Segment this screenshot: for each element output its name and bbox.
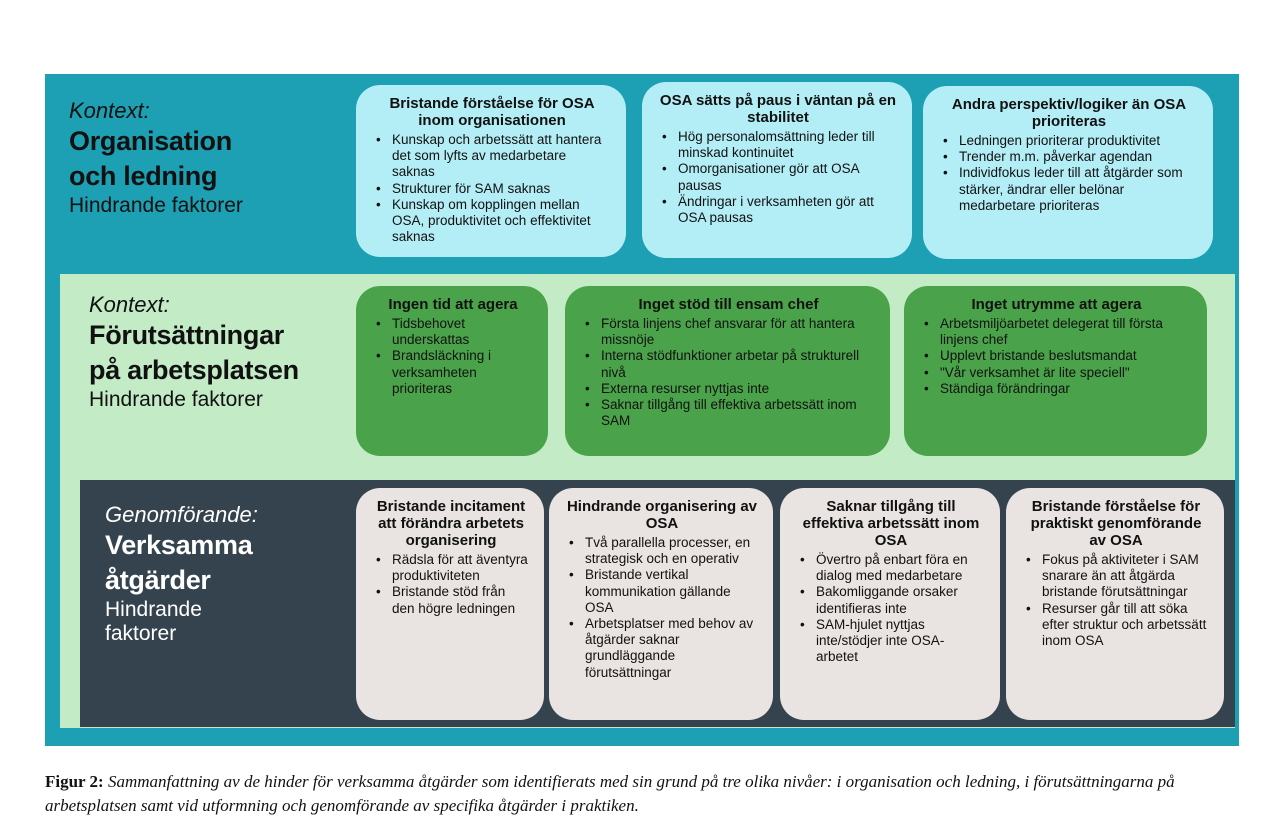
factor-bullet: "Vår verksamhet är lite speciell" <box>924 365 1193 381</box>
factor-bullet: Resurser går till att söka efter struktu… <box>1026 601 1210 650</box>
factor-box: Andra perspektiv/logiker än OSA priorite… <box>923 86 1213 259</box>
factor-bullet: Saknar tillgång till effektiva arbetssät… <box>585 397 876 429</box>
factor-bullet: Upplevt bristande beslutsmandat <box>924 348 1193 364</box>
factor-bullet: SAM-hjulet nyttjas inte/stödjer inte OSA… <box>800 617 986 666</box>
factor-bullet: Externa resurser nyttjas inte <box>585 381 876 397</box>
context-title-line: Förutsättningar <box>89 320 284 350</box>
factor-bullet: Arbetsmiljöarbetet delegerat till första… <box>924 316 1193 348</box>
context-subtitle: Hindrande faktorer <box>89 388 263 411</box>
context-organisation: Kontext: Organisation och ledning Hindra… <box>69 98 243 218</box>
factor-box: OSA sätts på paus i väntan på en stabili… <box>642 82 912 258</box>
factor-bullet: Hög personalomsättning leder till minska… <box>662 129 898 161</box>
factor-bullet: Strukturer för SAM saknas <box>376 181 612 197</box>
factor-box: Inget stöd till ensam chef Första linjen… <box>565 286 890 456</box>
factor-box: Bristande incitament att förändra arbete… <box>356 488 544 720</box>
context-label: Kontext: <box>69 98 150 123</box>
factor-title: Ingen tid att agera <box>388 296 518 313</box>
context-implementation: Genomförande: Verksamma åtgärder Hindran… <box>105 502 258 646</box>
factor-box: Bristande förståelse för OSA inom organi… <box>356 85 626 257</box>
factor-bullet: Bristande stöd från den högre ledningen <box>376 584 530 616</box>
context-workplace: Kontext: Förutsättningar på arbetsplatse… <box>89 292 299 412</box>
factor-bullet: Ändringar i verksamheten gör att OSA pau… <box>662 194 898 226</box>
context-title-line: och ledning <box>69 161 218 191</box>
caption-label: Figur 2: <box>45 772 104 791</box>
factor-title: Bristande förståelse för OSA inom organi… <box>389 95 595 129</box>
factor-bullet: Trender m.m. påverkar agendan <box>943 149 1199 165</box>
factor-bullet: Omorganisationer gör att OSA pausas <box>662 161 898 193</box>
factor-bullet: Två parallella processer, en strategisk … <box>569 535 759 567</box>
factor-title: Bristande förståelse för praktiskt genom… <box>1030 498 1202 549</box>
context-subtitle: faktorer <box>105 622 177 645</box>
factor-bullet: Bakomliggande orsaker identifieras inte <box>800 584 986 616</box>
context-title-line: Organisation <box>69 126 232 156</box>
factor-bullet: Tidsbehovet underskattas <box>376 316 534 348</box>
figure-caption: Figur 2: Sammanfattning av de hinder för… <box>45 770 1245 818</box>
caption-text: Sammanfattning av de hinder för verksamm… <box>45 772 1175 815</box>
context-title-line: på arbetsplatsen <box>89 355 299 385</box>
factor-box: Bristande förståelse för praktiskt genom… <box>1006 488 1224 720</box>
factor-title: Bristande incitament att förändra arbete… <box>376 498 526 549</box>
context-title-line: Verksamma <box>105 530 253 560</box>
factor-bullet: Individfokus leder till att åtgärder som… <box>943 165 1199 214</box>
factor-bullet: Övertro på enbart föra en dialog med med… <box>800 552 986 584</box>
factor-bullet: Bristande vertikal kommunikation gälland… <box>569 567 759 616</box>
factor-title: Hindrande organisering av OSA <box>566 498 758 532</box>
factor-box: Inget utrymme att agera Arbetsmiljöarbet… <box>904 286 1207 456</box>
factor-title: Saknar tillgång till effektiva arbetssät… <box>802 498 980 549</box>
context-label: Genomförande: <box>105 502 258 527</box>
context-title-line: åtgärder <box>105 565 211 595</box>
factor-bullet: Fokus på aktiviteter i SAM snarare än at… <box>1026 552 1210 601</box>
factor-bullet: Kunskap om kopplingen mellan OSA, produk… <box>376 197 612 246</box>
factor-title: Andra perspektiv/logiker än OSA priorite… <box>951 96 1187 130</box>
factor-bullet: Kunskap och arbetssätt att hantera det s… <box>376 132 612 181</box>
factor-bullet: Arbetsplatser med behov av åtgärder sakn… <box>569 616 759 681</box>
factor-bullet: Ständiga förändringar <box>924 381 1193 397</box>
context-subtitle: Hindrande <box>105 598 202 621</box>
factor-title: OSA sätts på paus i väntan på en stabili… <box>659 92 897 126</box>
factor-box: Hindrande organisering av OSA Två parall… <box>549 488 773 720</box>
factor-bullet: Rädsla för att äventyra produktiviteten <box>376 552 530 584</box>
context-subtitle: Hindrande faktorer <box>69 194 243 217</box>
factor-box: Saknar tillgång till effektiva arbetssät… <box>780 488 1000 720</box>
context-label: Kontext: <box>89 292 170 317</box>
factor-bullet: Ledningen prioriterar produktivitet <box>943 133 1199 149</box>
factor-title: Inget utrymme att agera <box>971 296 1142 313</box>
factor-bullet: Interna stödfunktioner arbetar på strukt… <box>585 348 876 380</box>
factor-bullet: Första linjens chef ansvarar för att han… <box>585 316 876 348</box>
factor-title: Inget stöd till ensam chef <box>638 296 819 313</box>
factor-box: Ingen tid att agera Tidsbehovet underska… <box>356 286 548 456</box>
factor-bullet: Brandsläckning i verksamheten prioritera… <box>376 348 534 397</box>
